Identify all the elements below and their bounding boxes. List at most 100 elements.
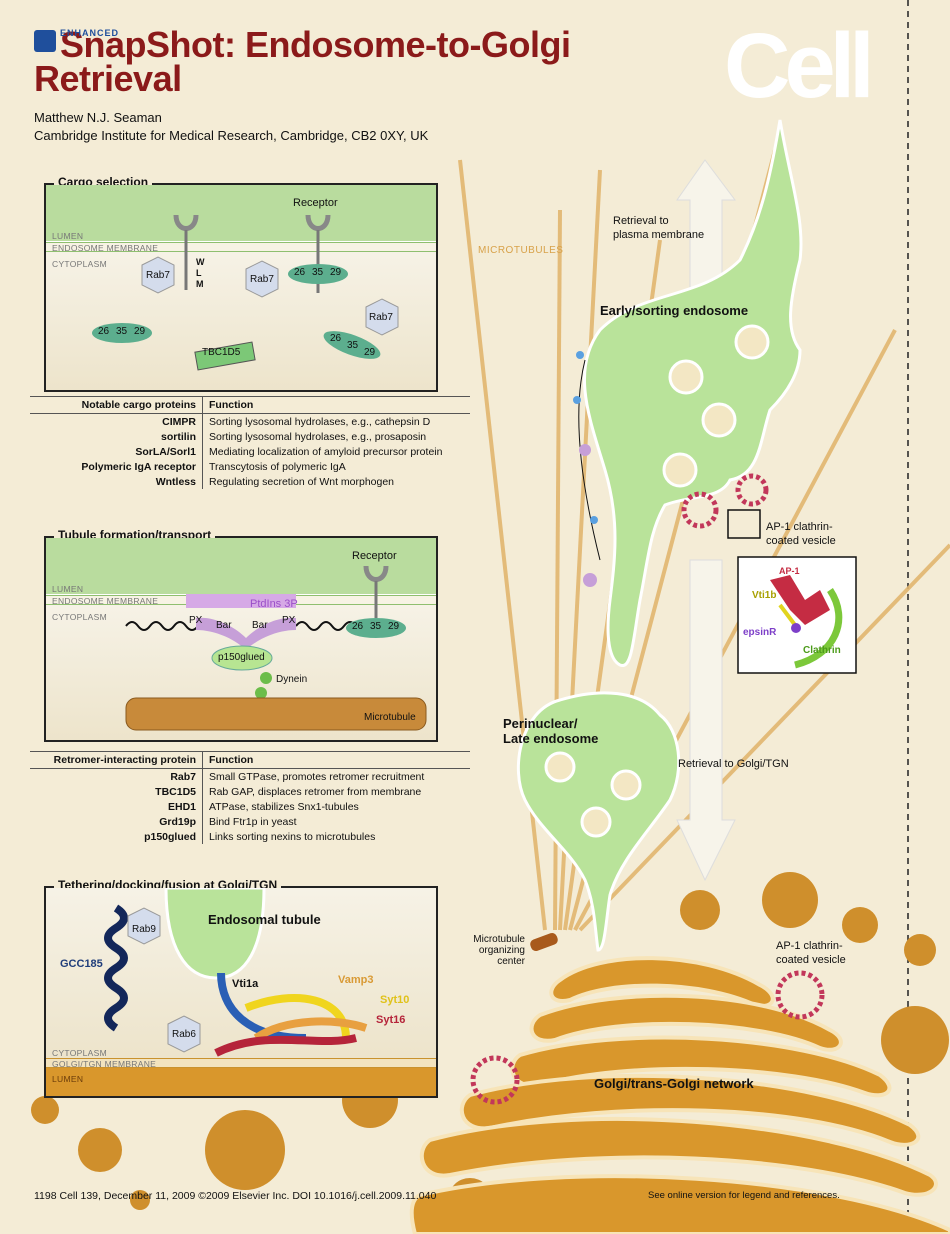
cytoplasm-label: CYTOPLASM (52, 259, 107, 269)
mtoc-label-2: organizing (478, 945, 525, 956)
retrieval-pm-label-1: Retrieval to (613, 215, 669, 227)
syt10-label: Syt10 (380, 994, 410, 1006)
rab7-label: Rab7 (146, 270, 170, 281)
footer-note: See online version for legend and refere… (648, 1190, 840, 1201)
retromer-26: 26 (352, 621, 364, 632)
retromer-26: 26 (330, 333, 342, 344)
column-header: Retromer-interacting protein (30, 751, 203, 769)
vamp3-label: Vamp3 (338, 974, 374, 986)
table-cell: Rab7 (30, 768, 203, 784)
lumen-label: LUMEN (52, 231, 84, 241)
early-endosome-label: Early/sorting endosome (600, 303, 749, 318)
journal-logo: Cell (724, 15, 875, 117)
dynein-label: Dynein (276, 674, 308, 685)
bar-label: Bar (216, 620, 232, 631)
panel-tethering: Tethering/docking/fusion at Golgi/TGN En… (44, 878, 438, 1098)
panel-cargo-selection: Cargo selection LUMEN ENDOSOME MEMBRANE … (44, 175, 438, 392)
table-cell: Bind Ftr1p in yeast (209, 815, 297, 828)
affiliation: Cambridge Institute for Medical Research… (34, 128, 429, 143)
table-header-row: Retromer-interacting protein Function (30, 751, 470, 769)
table-cell: Polymeric IgA receptor (30, 459, 203, 474)
table-cell: Grd19p (30, 814, 203, 829)
p150glued-label: p150glued (218, 652, 265, 663)
retrieval-pm-label-2: plasma membrane (613, 229, 705, 241)
membrane-region (46, 242, 436, 252)
mtoc-label-3: center (497, 956, 525, 967)
table-cell: Rab GAP, displaces retromer from membran… (209, 785, 422, 798)
retromer-29: 29 (364, 347, 376, 358)
membrane-label: GOLGI/TGN MEMBRANE (52, 1059, 157, 1069)
table-header-row: Notable cargo proteins Function (30, 396, 470, 414)
author: Matthew N.J. Seaman (34, 110, 162, 125)
retromer-26: 26 (294, 267, 306, 278)
inset-epsinr-label: epsinR (743, 627, 777, 638)
column-header: Function (202, 396, 470, 414)
microtubule-label: Microtubule (364, 712, 416, 723)
retrieval-down-arrow (676, 559, 736, 882)
retrieval-golgi-label: Retrieval to Golgi/TGN (678, 758, 789, 770)
table-cell: EHD1 (30, 799, 203, 814)
table-cell: Links sorting nexins to microtubules (209, 830, 376, 843)
rab7-label: Rab7 (250, 274, 274, 285)
tbc1d5-label: TBC1D5 (202, 347, 241, 358)
ap1-vesicle2-label-1: AP-1 clathrin- (776, 940, 843, 952)
rab7-label: Rab7 (369, 312, 393, 323)
rab9-label: Rab9 (132, 924, 156, 935)
table-cell: Transcytosis of polymeric IgA (209, 460, 346, 473)
retromer-35: 35 (370, 621, 382, 632)
table-cell: Regulating secretion of Wnt morphogen (209, 475, 395, 488)
lumen-region (46, 538, 436, 594)
title-block: ENHANCED SnapShot: Endosome-to-Golgi Ret… (34, 24, 571, 99)
rab6-label: Rab6 (172, 1029, 196, 1040)
ptdins-label: PtdIns 3P (250, 598, 298, 610)
table-row: CIMPR Sorting lysosomal hydrolases, e.g.,… (30, 413, 470, 429)
table-row: p150glued Links sorting nexins to microtu… (30, 829, 470, 844)
column-header: Function (202, 751, 470, 769)
page-title-line1: SnapShot: Endosome-to-Golgi (60, 24, 571, 65)
retromer-table: Retromer-interacting protein Function Ra… (30, 751, 470, 844)
retromer-26: 26 (98, 326, 110, 337)
table-cell: sortilin (30, 429, 203, 444)
bar-label: Bar (252, 620, 268, 631)
px-label: PX (282, 615, 296, 626)
table-row: Grd19p Bind Ftr1p in yeast (30, 814, 470, 829)
endosomal-tubule-label: Endosomal tubule (208, 912, 321, 927)
receptor-label: Receptor (293, 197, 338, 209)
cytoplasm-label: CYTOPLASM (52, 612, 107, 622)
tubule-diagram (125, 565, 427, 731)
retromer-35: 35 (312, 267, 324, 278)
late-endosome-label-2: Late endosome (503, 731, 599, 746)
membrane-label: ENDOSOME MEMBRANE (52, 596, 159, 606)
table-cell: p150glued (30, 829, 203, 844)
cargo-diagram (92, 214, 399, 371)
column-header: Notable cargo proteins (30, 396, 203, 414)
enhanced-badge-icon (34, 30, 56, 52)
mtoc-label-1: Microtubule (473, 934, 525, 945)
table-cell: CIMPR (30, 413, 203, 429)
page-title-line2: Retrieval (34, 58, 182, 99)
table-cell: SorLA/Sorl1 (30, 444, 203, 459)
vti1a-label: Vti1a (232, 978, 259, 990)
lumen-label: LUMEN (52, 584, 84, 594)
table-cell: Sorting lysosomal hydrolases, e.g., cath… (209, 415, 431, 428)
membrane-region (46, 1058, 436, 1068)
retromer-29: 29 (134, 326, 146, 337)
syt16-label: Syt16 (376, 1014, 406, 1026)
retromer-35: 35 (347, 340, 359, 351)
wlm-w: W (196, 257, 205, 267)
membrane-label: ENDOSOME MEMBRANE (52, 243, 159, 253)
wlm-l: L (196, 268, 202, 278)
late-endosome-label-1: Perinuclear/ (503, 716, 578, 731)
ap1-vesicle-label-1: AP-1 clathrin- (766, 521, 833, 533)
golgi-label: Golgi/trans-Golgi network (594, 1076, 754, 1091)
panel-tubule-formation: Tubule formation/transport LUMEN ENDOSOM… (44, 528, 438, 742)
cytoplasm-label: CYTOPLASM (52, 1048, 107, 1058)
footer-citation: 1198 Cell 139, December 11, 2009 ©2009 E… (34, 1190, 437, 1202)
gcc185-label: GCC185 (60, 958, 103, 970)
